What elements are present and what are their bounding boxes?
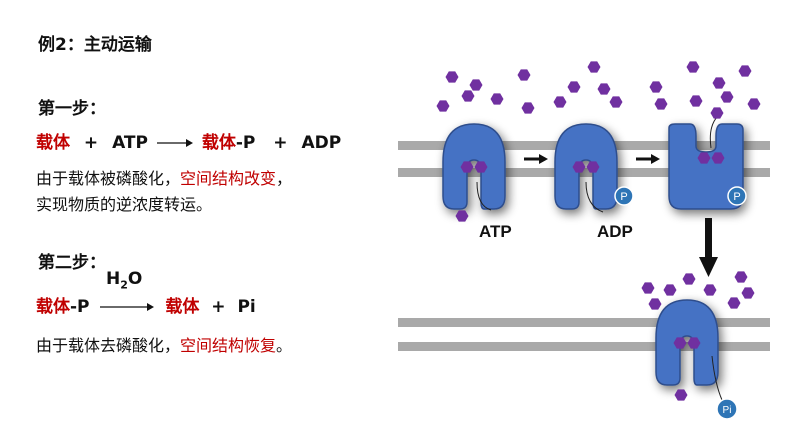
phosphate-1: P [614,186,634,206]
molecule-icon [521,102,535,114]
step2-desc: 由于载体去磷酸化，空间结构恢复。 [36,332,292,356]
eq2-p: -P [70,297,90,317]
step1-desc-c: ， [276,169,293,188]
adp-pointer-line [585,181,604,213]
molecule-icon [738,65,752,77]
eq2-plus: + [211,297,226,317]
molecule-icon [553,96,567,108]
eq1-product-carrier: 载体 [201,133,236,153]
step1-heading: 第一步： [38,99,106,119]
step2-heading: 第二步： [38,253,106,273]
water-o: O [127,269,143,289]
molecule-icon [436,100,450,112]
molecule-icon [727,297,741,309]
phosphate-icon [727,186,747,206]
phosphate-1-label: P [620,191,627,203]
molecule-icon [597,83,611,95]
molecule-icon [674,389,688,401]
molecule-icon [649,81,663,93]
eq1-product-p: -P [235,133,256,153]
carrier-protein-2 [554,123,618,210]
step2-desc-highlight: 空间结构恢复 [180,336,277,355]
carrier-protein-3 [668,123,744,210]
molecule-icon [710,107,724,119]
molecule-icon [663,284,677,296]
molecule-icon [689,95,703,107]
label-adp: ADP [597,222,633,241]
eq1-carrier: 载体 [36,133,70,153]
molecule-icon [648,298,662,310]
molecule-icon [517,69,531,81]
water-h: H [106,269,121,289]
water-sub: 2 [120,278,128,292]
membrane-bottom-inner-layer [398,342,770,351]
step2-water: H2O [106,269,142,291]
molecule-icon [703,284,717,296]
membrane-bottom [398,318,770,351]
phosphate-2-label: P [733,191,740,203]
molecule-icon [587,61,601,73]
molecule-icon [445,71,459,83]
step2-desc-c: 。 [276,336,293,355]
step1-equation: 载体 + ATP 载体-P + ADP [36,128,341,153]
molecule-icon [720,91,734,103]
molecule-icon [682,273,696,285]
label-atp: ATP [479,222,512,241]
molecule-icon [734,271,748,283]
molecule-icon [609,96,623,108]
phosphate-icon [716,398,738,420]
step1-desc-line2: 实现物质的逆浓度转运。 [36,195,213,214]
molecule-icon [641,282,655,294]
step-arrow-down [699,218,718,277]
slide-title: 例2：主动运输 [38,35,152,55]
membrane-bottom-outer-layer [398,318,770,327]
molecule-icon [712,77,726,89]
pi-pointer-line [711,355,723,401]
step1-desc-a: 由于载体被磷酸化， [36,169,181,188]
phosphate-2: P [727,186,747,206]
molecule-icon [686,61,700,73]
molecule-icon [741,287,755,299]
eq2-pi: Pi [237,297,256,317]
molecule-icon [567,81,581,93]
molecule-icon [455,210,469,222]
atp-pointer-line [476,181,492,211]
phosphate-icon [614,186,634,206]
molecule-icon [747,98,761,110]
eq2-product-carrier: 载体 [165,297,200,317]
eq1-arrow [156,139,193,147]
step2-desc-a: 由于载体去磷酸化， [36,336,181,355]
step-arrow-2 [636,154,660,164]
molecule-icon [461,90,475,102]
eq2-carrier: 载体 [36,297,70,317]
free-molecules-top [436,61,761,119]
step-arrow-1 [524,154,548,164]
eq1-adp: ADP [301,133,342,153]
membrane-top-inner-layer [398,168,770,177]
molecule-icon [654,98,668,110]
step1-desc-highlight: 空间结构改变 [180,169,277,188]
phosphate-pi-label: Pi [723,405,732,416]
eq1-plus2: + [273,133,288,153]
step2-equation: 载体-P 载体 + Pi [36,292,256,317]
molecule-icon [469,79,483,91]
carrier-protein-1 [442,123,506,210]
phosphate-pi: Pi [716,398,738,420]
molecule-icon [490,93,504,105]
step1-desc-line1: 由于载体被磷酸化，空间结构改变， [36,165,292,189]
eq1-atp: ATP [112,133,148,153]
eq2-arrow [100,303,155,311]
eq1-plus: + [83,133,99,153]
